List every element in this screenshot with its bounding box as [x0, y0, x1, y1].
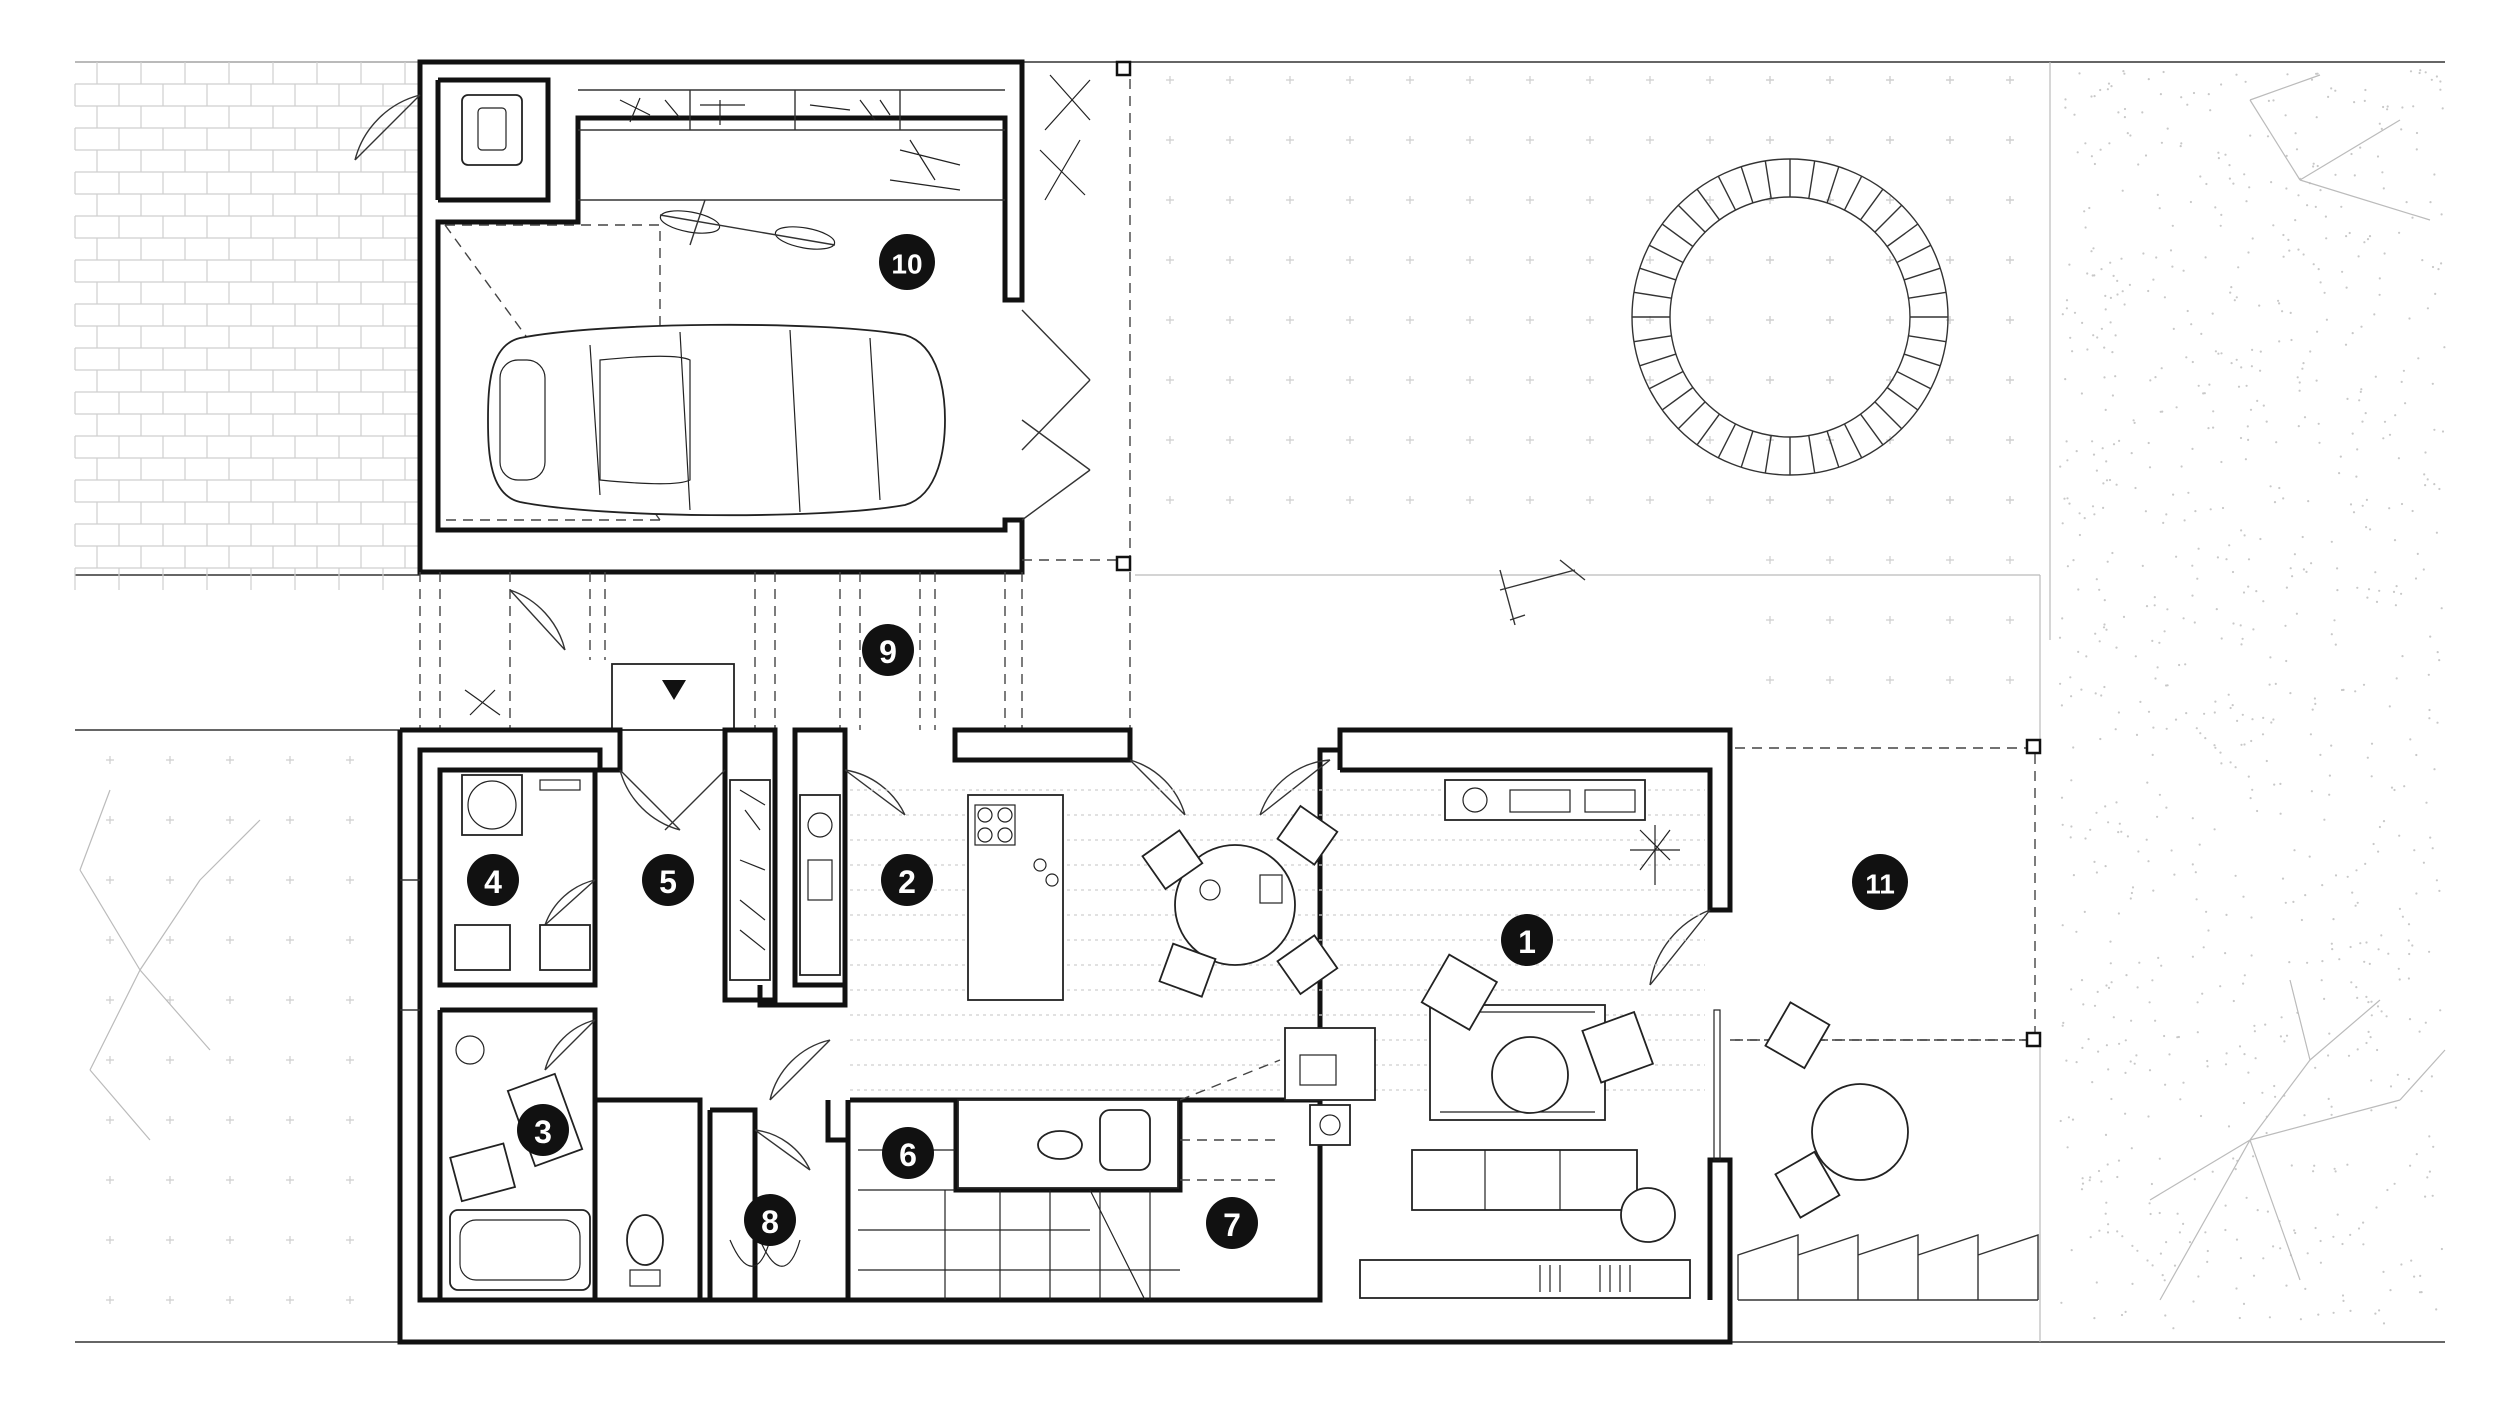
- entrance-arrow-icon: [662, 680, 686, 700]
- kitchen-units: [729, 779, 1064, 1001]
- car-icon: [487, 323, 946, 517]
- room-badge-terrace: 11: [1852, 854, 1908, 910]
- trampoline-icon: [1631, 158, 1949, 476]
- lawn-texture: [106, 76, 2014, 1304]
- svg-text:2: 2: [898, 864, 916, 900]
- tool-shelf: [619, 97, 961, 191]
- svg-text:10: 10: [891, 249, 922, 280]
- scooter-icon: [1499, 559, 1586, 626]
- room-badge-stair: 6: [882, 1127, 934, 1179]
- paving-texture: [74, 61, 420, 590]
- lawnmower-icon: [461, 94, 523, 166]
- house-doors: [400, 759, 1721, 1171]
- svg-text:9: 9: [879, 634, 897, 670]
- dining-table: [1141, 804, 1339, 998]
- stairs: [858, 1059, 1281, 1301]
- wet-rooms: [449, 774, 801, 1291]
- room-badge-living: 1: [1501, 914, 1553, 966]
- svg-text:4: 4: [484, 864, 502, 900]
- svg-text:11: 11: [1865, 869, 1895, 900]
- tree-icon: [79, 74, 2446, 1301]
- room-badge-garage: 10: [879, 234, 935, 290]
- plant-icon: [464, 74, 1680, 885]
- bicycle-icon: [659, 199, 836, 250]
- svg-text:5: 5: [659, 864, 677, 900]
- svg-text:1: 1: [1518, 924, 1536, 960]
- room-badge-storage: 7: [1206, 1197, 1258, 1249]
- svg-text:6: 6: [899, 1137, 917, 1173]
- svg-text:3: 3: [534, 1114, 552, 1150]
- room-badge-carport: 9: [862, 624, 914, 676]
- svg-text:7: 7: [1223, 1207, 1241, 1243]
- room-badge-bathroom: 3: [517, 1104, 569, 1156]
- svg-text:8: 8: [761, 1204, 779, 1240]
- carport: [419, 60, 1132, 731]
- room-badge-hall: 5: [642, 854, 694, 906]
- room-badge-kitchen: 2: [881, 854, 933, 906]
- gravel-texture: [2058, 69, 2446, 1330]
- living-furniture: [1284, 779, 1691, 1299]
- site-lines: [75, 61, 2445, 1343]
- room-badge-laundry: 4: [467, 854, 519, 906]
- room-badge-closet: 8: [744, 1194, 796, 1246]
- terrace: [1730, 738, 2042, 1301]
